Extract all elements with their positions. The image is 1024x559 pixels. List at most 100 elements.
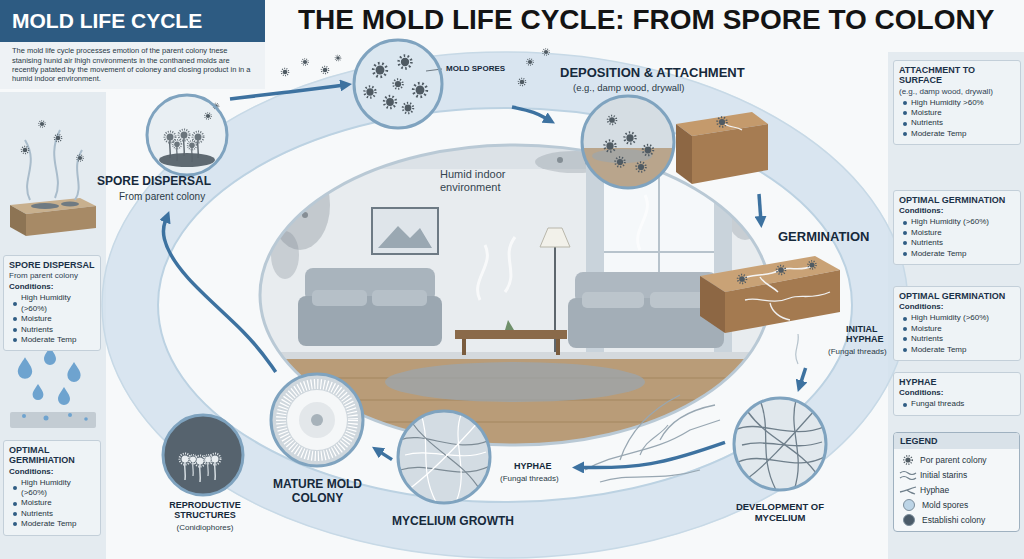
cycle-arrow (512, 107, 548, 120)
legend-text: Por parent colony (920, 455, 987, 465)
room-illustration (505, 320, 514, 330)
bullet-dot (903, 317, 907, 321)
legend-sample-shape (900, 487, 916, 494)
conditions-label: Conditions: (9, 467, 96, 477)
mold-spores-art (354, 40, 549, 128)
deposition-art (624, 132, 635, 143)
legend-row: Hyphae (899, 482, 1014, 497)
stage-label: DEVELOPMENT OF MYCELIUM (725, 502, 835, 524)
germination-art (738, 275, 747, 284)
mold-spores-art (527, 59, 533, 65)
panel-item: Moderate Temp (903, 249, 1016, 259)
spore-dispersal-art (188, 141, 197, 162)
room-illustration (540, 228, 570, 247)
label-slot: (Fungal threads) (828, 347, 887, 356)
info-panel: OPTIMAL GERMINATIONConditions:High Humid… (893, 190, 1021, 265)
panel-item: Moderate Temp (13, 335, 96, 345)
cycle-arrow (379, 451, 392, 459)
bullet-text: Nutrients (911, 118, 943, 128)
legend-text: Establishi colony (922, 515, 985, 525)
cycle-arrow (800, 368, 805, 384)
panel-item: Moderate Temp (13, 519, 96, 529)
deposition-art (580, 148, 676, 193)
stage-label: (Fungal threads) (828, 347, 887, 356)
panel-heading: SPORE DISPERSAL (9, 260, 96, 270)
side-columns (888, 52, 1024, 559)
hyphae-art (620, 395, 680, 460)
stage-circle (734, 398, 826, 490)
spore-dispersal-art (302, 59, 308, 65)
info-panel: SPORE DISPERSALFrom parent colonyConditi… (3, 255, 101, 351)
cycle-arrow (580, 442, 725, 467)
stage-label: DEPOSITION & ATTACHMENT (560, 66, 745, 81)
bullet-text: High Humidity (>60%) (21, 293, 96, 314)
bullet-text: Nutrients (21, 325, 53, 335)
label-slot: (e.g., damp wood, drywall) (573, 83, 684, 94)
label-slot: DEVELOPMENT OF MYCELIUM (725, 502, 835, 524)
germination-art (740, 266, 812, 292)
label-slot: REPRODUCTIVE STRUCTURES (155, 500, 255, 521)
left-column-art (58, 387, 70, 405)
deposition-art (580, 148, 676, 193)
panel-item: High Humidity (>60%) (903, 313, 1016, 323)
left-column-art (68, 413, 72, 417)
room-illustration (372, 208, 438, 254)
left-column-art (44, 416, 49, 421)
legend-sample-shape (904, 455, 912, 463)
panel-item: Nutrients (13, 509, 96, 519)
legend-row: Mold spores (899, 497, 1014, 512)
left-column-art (61, 202, 79, 207)
label-slot: GERMINATION (778, 230, 869, 245)
panel-item: ATTACHMENT TO SURFACE (899, 65, 1016, 86)
room-illustration (600, 251, 718, 253)
bullet-dot (903, 337, 907, 341)
mycelium-development-art (794, 400, 798, 490)
panel-heading: ATTACHMENT TO SURFACE (899, 65, 1016, 86)
panel-item: The mold life cycle processes emotion of… (0, 42, 265, 89)
mycelium-development-art (738, 456, 826, 463)
diagram-title: THE MOLD LIFE CYCLE: FROM SPORE TO COLON… (298, 4, 994, 36)
reproductive-art (204, 455, 213, 476)
spore-dispersal-art (147, 95, 227, 175)
stage-label: MATURE MOLD COLONY (265, 478, 370, 506)
cycle-band (102, 52, 908, 558)
conditions-label: Conditions: (899, 206, 1016, 216)
room-illustration (288, 186, 296, 194)
left-column-art (18, 357, 32, 379)
bullet-dot (13, 512, 17, 516)
stage-label: SPORE DISPERSAL (97, 175, 211, 189)
mature-colony-art (271, 374, 363, 466)
conditions-label: Conditions: (9, 282, 96, 292)
mycelium-development-art (760, 400, 776, 490)
legend-items: Por parent colonyInitial starinsHyphaeMo… (894, 449, 1019, 531)
bullet-text: Moisture (21, 314, 52, 324)
hyphae-art (640, 425, 668, 455)
panel-item: Moderate Temp (903, 129, 1016, 139)
panel-item: High Humidity (>60%) (903, 217, 1016, 227)
germination-art (700, 256, 840, 364)
panel-item: Moisture (13, 314, 96, 324)
mold-spores-art (393, 79, 403, 89)
mold-spores-art (413, 83, 427, 97)
room-illustration (582, 292, 644, 308)
stage-circle (398, 411, 490, 503)
bullet-dot (13, 338, 17, 342)
bullet-text: Nutrients (21, 509, 53, 519)
bullet-text: High Humidity (>60%) (911, 217, 989, 227)
left-column-art (21, 146, 28, 153)
spore-dispersal-art (205, 113, 211, 119)
mycelium-growth-art (456, 412, 462, 502)
mycelium-growth-art (400, 466, 490, 472)
conditions-label: Conditions: (899, 302, 1016, 312)
spore-dispersal-art (159, 153, 215, 167)
bullet-text: Moderate Temp (911, 249, 966, 259)
stage-circle (582, 96, 674, 188)
stage-label: MYCELIUM GROWTH (392, 515, 514, 529)
header-banner: MOLD LIFE CYCLEThe mold life cycle proce… (0, 0, 265, 89)
left-column-art (33, 384, 44, 400)
reproductive-art (163, 415, 243, 495)
deposition-art (615, 157, 625, 167)
panel-item: High Humidity >60% (903, 98, 1016, 108)
legend-row: Initial starins (899, 467, 1014, 482)
room-illustration (462, 339, 466, 355)
